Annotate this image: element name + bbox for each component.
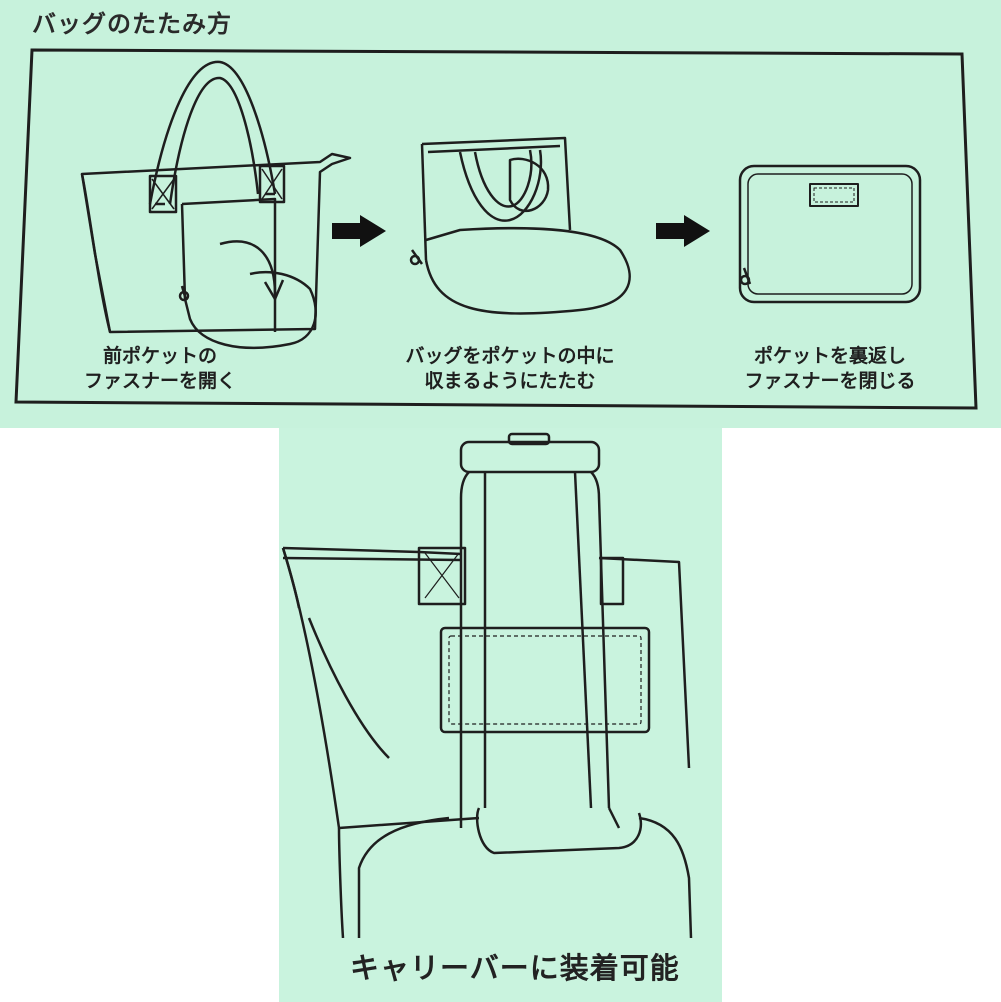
instructions-frame <box>14 48 978 410</box>
folding-instructions-panel: バッグのたたみ方 <box>0 0 1001 428</box>
carry-bar-caption: キャリーバーに装着可能 <box>350 951 680 985</box>
step2-fold-into-pocket-illustration <box>409 136 631 315</box>
step-2-caption: バッグをポケットの中に 収まるようにたたむ <box>360 344 660 394</box>
carry-bar-attachment-illustration <box>281 432 693 938</box>
arrow-right-icon <box>656 215 710 247</box>
carry-bar-panel <box>279 428 722 1002</box>
step1-open-pocket-illustration <box>80 60 352 350</box>
step-1-line-1: 前ポケットの <box>102 345 217 367</box>
step-3-caption: ポケットを裏返し ファスナーを閉じる <box>710 344 950 394</box>
section-title: バッグのたたみ方 <box>32 10 232 38</box>
step-2-line-2: 収まるようにたたむ <box>424 370 596 392</box>
step-1-caption: 前ポケットの ファスナーを開く <box>40 344 280 394</box>
step-1-line-2: ファスナーを開く <box>83 370 236 392</box>
step-3-line-1: ポケットを裏返し <box>753 345 906 367</box>
step-3-line-2: ファスナーを閉じる <box>744 370 916 392</box>
arrow-right-icon <box>332 215 386 247</box>
step3-closed-pouch-illustration <box>738 164 922 304</box>
step-2-line-1: バッグをポケットの中に <box>405 345 615 367</box>
